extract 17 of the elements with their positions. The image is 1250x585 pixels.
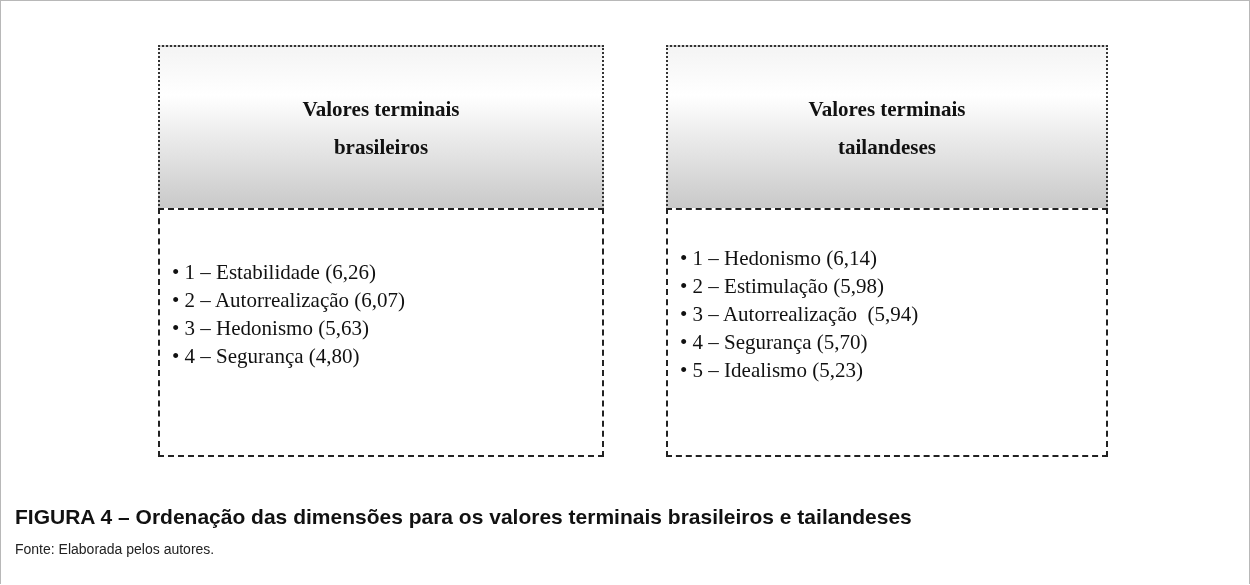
list-item: • 3 – Hedonismo (5,63): [172, 315, 369, 342]
list-item: • 2 – Autorrealização (6,07): [172, 287, 405, 314]
header-title: Valores terminais tailandeses: [807, 95, 967, 161]
list-item: • 3 – Autorrealização (5,94): [680, 301, 919, 328]
list-item: • 2 – Estimulação (5,98): [680, 273, 884, 300]
list-box: [158, 208, 604, 457]
list-item: • 1 – Hedonismo (6,14): [680, 245, 877, 272]
source-note: Fonte: Elaborada pelos autores.: [15, 541, 215, 557]
list-box: [666, 208, 1108, 457]
figure-caption: FIGURA 4 – Ordenação das dimensões para os valores terminais brasileiros e tailandeses: [15, 505, 912, 529]
list-item: • 5 – Idealismo (5,23): [680, 357, 863, 384]
list-item: • 4 – Segurança (4,80): [172, 343, 360, 370]
list-item: • 4 – Segurança (5,70): [680, 329, 868, 356]
header-title: Valores terminais brasileiros: [301, 95, 461, 161]
list-item: • 1 – Estabilidade (6,26): [172, 259, 376, 286]
header-box: [666, 45, 1108, 210]
header-box: [158, 45, 604, 210]
